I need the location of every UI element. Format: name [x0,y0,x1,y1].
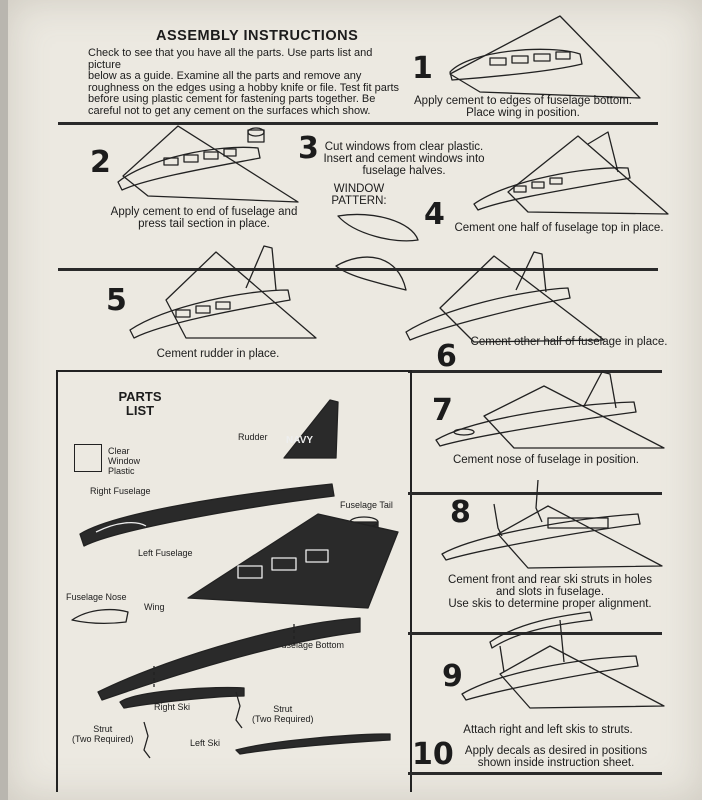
step-6-text: Cement other half of fuselage in place. [470,336,668,348]
step-6-number: 6 [436,339,457,374]
step-7-text: Cement nose of fuselage in position. [452,454,640,466]
step-3-text: Cut windows from clear plastic. Insert a… [323,141,485,177]
right-fuselage-part [79,483,335,547]
label-right-fuselage: Right Fuselage [90,486,151,496]
step-5-figure [129,245,317,339]
divider [408,772,662,775]
rudder-part [283,399,339,459]
label-strut-left: Strut (Two Required) [72,724,134,744]
step-9-number: 9 [442,659,463,694]
label-fuselage-nose: Fuselage Nose [66,592,127,602]
step-8-figure [441,479,663,569]
window-pattern-label: WINDOW PATTERN: [331,183,387,207]
step-2-text: Apply cement to end of fuselage and pres… [110,206,298,230]
step-4-number: 4 [424,197,445,232]
parts-list-box: PARTS LIST Rudder NAVY Clear Window Plas… [56,370,412,792]
parts-list-title: PARTS LIST [118,389,162,418]
step-7-figure [435,371,665,449]
label-left-fuselage: Left Fuselage [138,548,193,558]
label-left-ski: Left Ski [190,738,221,748]
navy-decal: NAVY [286,435,314,446]
step-8-text: Cement front and rear ski struts in hole… [448,574,652,610]
fuselage-nose-part [71,608,129,624]
strut-part-left [143,721,151,759]
intro-paragraph: Check to see that you have all the parts… [88,47,400,117]
step-3-number: 3 [298,131,319,166]
step-1-text: Apply cement to edges of fuselage bottom… [414,95,632,119]
step-4-text: Cement one half of fuselage top in place… [454,222,664,234]
divider [58,268,658,271]
label-rudder: Rudder [238,432,268,442]
window-pattern-figure [335,213,419,291]
step-6-figure [405,251,605,343]
label-clear-window: Clear Window Plastic [108,446,141,476]
step-2-figure [117,125,299,203]
step-2-number: 2 [90,145,111,180]
step-1-figure [449,15,641,99]
left-ski-part [235,733,391,755]
wing-part [187,513,399,609]
instruction-sheet: ASSEMBLY INSTRUCTIONS Check to see that … [8,0,702,800]
step-8-number: 8 [450,495,471,530]
label-fuselage-tail: Fuselage Tail [340,500,393,510]
fuselage-bottom-part [97,617,361,701]
page-title: ASSEMBLY INSTRUCTIONS [156,28,359,44]
label-wing: Wing [144,602,165,612]
step-1-number: 1 [412,51,433,86]
strut-part-right [235,691,243,729]
label-right-ski: Right Ski [154,702,191,712]
step-9-text: Attach right and left skis to struts. [463,724,633,736]
divider [408,632,662,635]
divider [408,492,662,495]
step-5-text: Cement rudder in place. [156,348,280,360]
divider [58,122,658,125]
step-10-number: 10 [412,737,454,772]
clear-window-plastic-part [74,444,102,472]
step-5-number: 5 [106,283,127,318]
step-7-number: 7 [432,393,453,428]
label-strut-right: Strut (Two Required) [252,704,314,724]
step-10-text: Apply decals as desired in positions sho… [464,745,648,769]
divider [408,370,662,373]
step-4-figure [473,131,669,215]
right-ski-part [119,686,245,709]
step-9-figure [461,611,665,709]
